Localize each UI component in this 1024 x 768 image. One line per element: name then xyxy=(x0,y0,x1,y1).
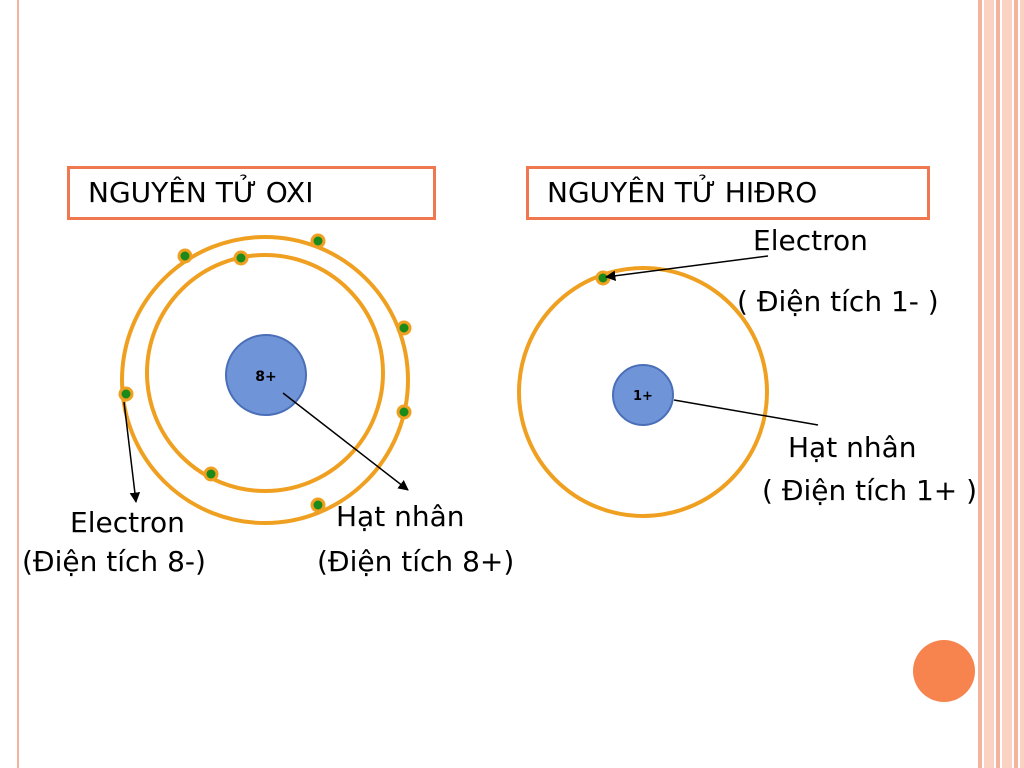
electron xyxy=(233,250,249,266)
right-stripe xyxy=(1020,0,1024,768)
hydrogen-nucleus-name: Hạt nhân xyxy=(788,431,917,464)
electron xyxy=(595,270,611,286)
oxygen-nucleus-label: 8+ xyxy=(255,369,276,385)
oxygen-nucleus-charge: (Điện tích 8+) xyxy=(317,545,515,578)
oxygen-electron-pointer xyxy=(123,401,141,504)
hydrogen-atom: 1+ xyxy=(517,255,819,518)
oxygen-atom: 8+ xyxy=(118,233,412,525)
right-stripe xyxy=(996,0,1000,768)
oxygen-nucleus-pointer xyxy=(282,392,409,491)
right-stripe xyxy=(984,0,994,768)
hydrogen-electron-pointer xyxy=(604,255,769,281)
oxygen-nucleus-name: Hạt nhân xyxy=(336,500,465,533)
electron xyxy=(310,497,326,513)
right-stripe xyxy=(1002,0,1012,768)
right-stripe xyxy=(978,0,982,768)
right-stripe xyxy=(1014,0,1018,768)
hydrogen-electron-label: Electron xyxy=(753,224,868,257)
left-border-line xyxy=(17,0,19,768)
accent-circle xyxy=(913,640,975,702)
electron xyxy=(118,386,134,402)
electron xyxy=(396,320,412,336)
hydrogen-nucleus xyxy=(612,364,674,426)
hydrogen-nucleus-label: 1+ xyxy=(633,389,653,404)
electron xyxy=(203,466,219,482)
electron xyxy=(177,248,193,264)
oxygen-title: NGUYÊN TỬ OXI xyxy=(67,166,436,220)
hydrogen-orbit xyxy=(517,266,769,518)
oxygen-electrons xyxy=(118,233,412,513)
hydrogen-title: NGUYÊN TỬ HIĐRO xyxy=(526,166,930,220)
oxygen-outer-orbit xyxy=(120,235,410,525)
hydrogen-nucleus-pointer xyxy=(673,399,819,426)
oxygen-electron-charge: (Điện tích 8-) xyxy=(22,545,206,578)
electron xyxy=(396,404,412,420)
hydrogen-nucleus-charge: ( Điện tích 1+ ) xyxy=(762,474,978,507)
hydrogen-electron-charge: ( Điện tích 1- ) xyxy=(737,285,939,318)
oxygen-electron-label: Electron xyxy=(70,506,185,539)
electron xyxy=(310,233,326,249)
oxygen-inner-orbit xyxy=(145,253,385,493)
